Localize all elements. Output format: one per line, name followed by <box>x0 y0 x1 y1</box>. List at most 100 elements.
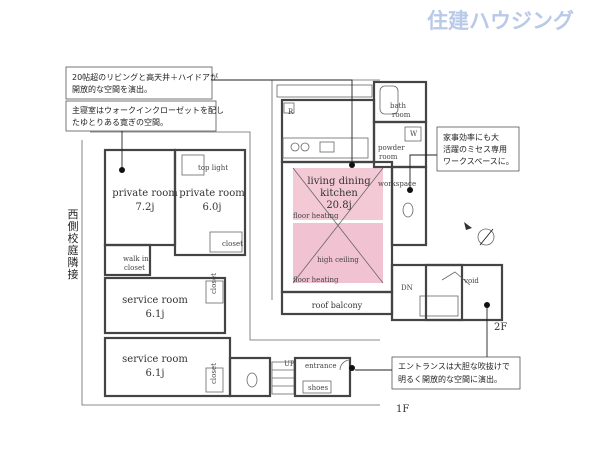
service-room-2-label: service room <box>122 354 188 365</box>
floor-heating-label: floor heating <box>293 212 339 220</box>
closet-box-s1 <box>205 280 224 304</box>
top-light-label: top light <box>198 164 228 172</box>
workspace-label: workspace <box>378 180 416 188</box>
bathtub-icon <box>379 85 399 115</box>
callout-living: 20帖超のリビングと高天井＋ハイドアが 開放的な空間を演出。 <box>65 66 355 168</box>
side-note: 西 側 校 庭 隣 接 <box>68 208 79 281</box>
r-label: R <box>288 108 294 116</box>
workspace-wall <box>390 165 428 247</box>
shoes-box <box>302 380 332 394</box>
w-label: W <box>410 130 418 138</box>
ldk-size: 20.8j <box>326 200 351 211</box>
service-room-1-size: 6.1j <box>145 309 164 320</box>
powder-room-label-2: room <box>379 153 398 161</box>
stair-2f-steps <box>419 295 459 317</box>
service-room-2-size: 6.1j <box>145 368 164 379</box>
roof-balcony-label: roof balcony <box>312 301 363 310</box>
private-room-2-label: private room <box>179 188 245 199</box>
stove-icon <box>290 142 300 152</box>
callout-entrance-dot-2 <box>349 365 355 371</box>
compass-arrow-icon <box>464 222 472 230</box>
callout-workspace-box <box>436 126 520 172</box>
compass-icon <box>477 228 495 246</box>
side-note-char: 校 <box>68 231 79 245</box>
up-label: UP <box>284 360 295 368</box>
bath-room-label-1: bath <box>390 102 406 110</box>
stove-icon <box>300 142 310 152</box>
service-room-1-wall <box>103 276 227 335</box>
void-arrow <box>441 271 471 286</box>
callout-living-dot <box>349 162 355 168</box>
walk-in-closet-label-2: closet <box>124 264 145 272</box>
callout-bedroom-box <box>65 100 217 132</box>
callout-entrance-dot <box>484 302 490 308</box>
sink-icon <box>319 141 335 153</box>
callout-workspace-line-1: 家事効率にも大 <box>443 132 499 142</box>
callout-workspace: 家事効率にも大 活躍のミセス専用 ワークスペースに。 <box>407 126 520 193</box>
callout-bedroom-line-2: たゆとりある寛ぎの空間。 <box>72 117 168 127</box>
private-room-2-wall <box>173 148 247 257</box>
first-floor-plan: private room 7.2j private room 6.0j top … <box>81 131 409 415</box>
side-note-char: 隣 <box>68 255 79 269</box>
callout-living-line-2: 開放的な空間を演出。 <box>72 84 152 94</box>
private-room-2-size: 6.0j <box>202 202 221 213</box>
callout-entrance-line-1: エントランスは大胆な吹抜けで <box>398 361 510 371</box>
second-floor-label: 2F <box>494 322 507 333</box>
top-strip <box>276 84 373 98</box>
high-ceiling-label: high ceiling <box>317 256 359 264</box>
callout-bedroom-dot <box>119 167 125 173</box>
void-wall <box>424 263 504 322</box>
closet-box-2 <box>209 231 243 253</box>
closet-label-2: closet <box>222 240 243 248</box>
callout-entrance-box <box>391 356 521 390</box>
washer-box <box>404 126 422 142</box>
callout-living-leader <box>212 79 353 165</box>
walk-in-closet-wall <box>103 243 152 277</box>
callout-living-line-1: 20帖超のリビングと高天井＋ハイドアが <box>72 72 218 82</box>
side-note-char: 庭 <box>68 243 79 257</box>
powder-room-label-1: powder <box>378 144 405 152</box>
top-light-box <box>181 154 205 176</box>
floor-heating-label-2: floor heating <box>293 276 339 284</box>
site-boundary-line <box>81 140 380 406</box>
fridge-box <box>283 102 295 114</box>
shoes-label: shoes <box>308 384 328 392</box>
private-room-1-label: private room <box>112 188 178 199</box>
ldk-label-2: kitchen <box>320 188 358 199</box>
side-note-char: 接 <box>68 268 79 281</box>
callout-workspace-leader <box>409 154 437 190</box>
ldk-label-1: living dining <box>307 176 371 187</box>
second-floor-plan: R W living dining kitchen 20.8j floor he… <box>271 79 507 333</box>
ldk-high-ceiling-area <box>293 223 383 283</box>
callout-workspace-line-3: ワークスペースに。 <box>443 157 514 166</box>
ceiling-diagonal <box>292 167 384 284</box>
site-boundary-inner <box>90 131 380 341</box>
dn-label: DN <box>401 284 413 292</box>
callout-living-box <box>65 66 213 100</box>
void-label: void <box>463 277 479 285</box>
callout-entrance: エントランスは大胆な吹抜けで 明るく開放的な空間に演出。 <box>349 302 521 390</box>
toilet-icon-2f <box>402 202 414 218</box>
service-room-1-label: service room <box>122 295 188 306</box>
callout-workspace-dot <box>407 187 413 193</box>
entrance-door-swing <box>339 359 351 371</box>
closet-label-s1: closet <box>210 273 218 294</box>
toilet-area-wall <box>228 356 272 398</box>
callout-entrance-line-2: 明るく開放的な空間に演出。 <box>398 374 502 384</box>
compass-needle <box>479 228 494 246</box>
closet-label-s2: closet <box>210 363 218 384</box>
toilet-icon <box>246 372 258 388</box>
private-room-1-size: 7.2j <box>135 202 154 213</box>
callout-bedroom: 主寝室はウォークインクローゼットを配し たゆとりある寛ぎの空間。 <box>65 100 224 173</box>
side-note-char: 西 <box>68 208 79 221</box>
side-note-char: 側 <box>68 220 79 233</box>
closet-box-s2 <box>205 367 224 393</box>
ldk-floor-heating-area <box>293 168 383 220</box>
first-floor-label: 1F <box>396 404 409 415</box>
kitchen-wall <box>280 98 376 164</box>
entrance-wall <box>293 356 352 398</box>
callout-workspace-line-2: 活躍のミセス専用 <box>443 144 507 154</box>
kitchen-counter <box>282 137 369 159</box>
entrance-label: entrance <box>305 362 337 370</box>
